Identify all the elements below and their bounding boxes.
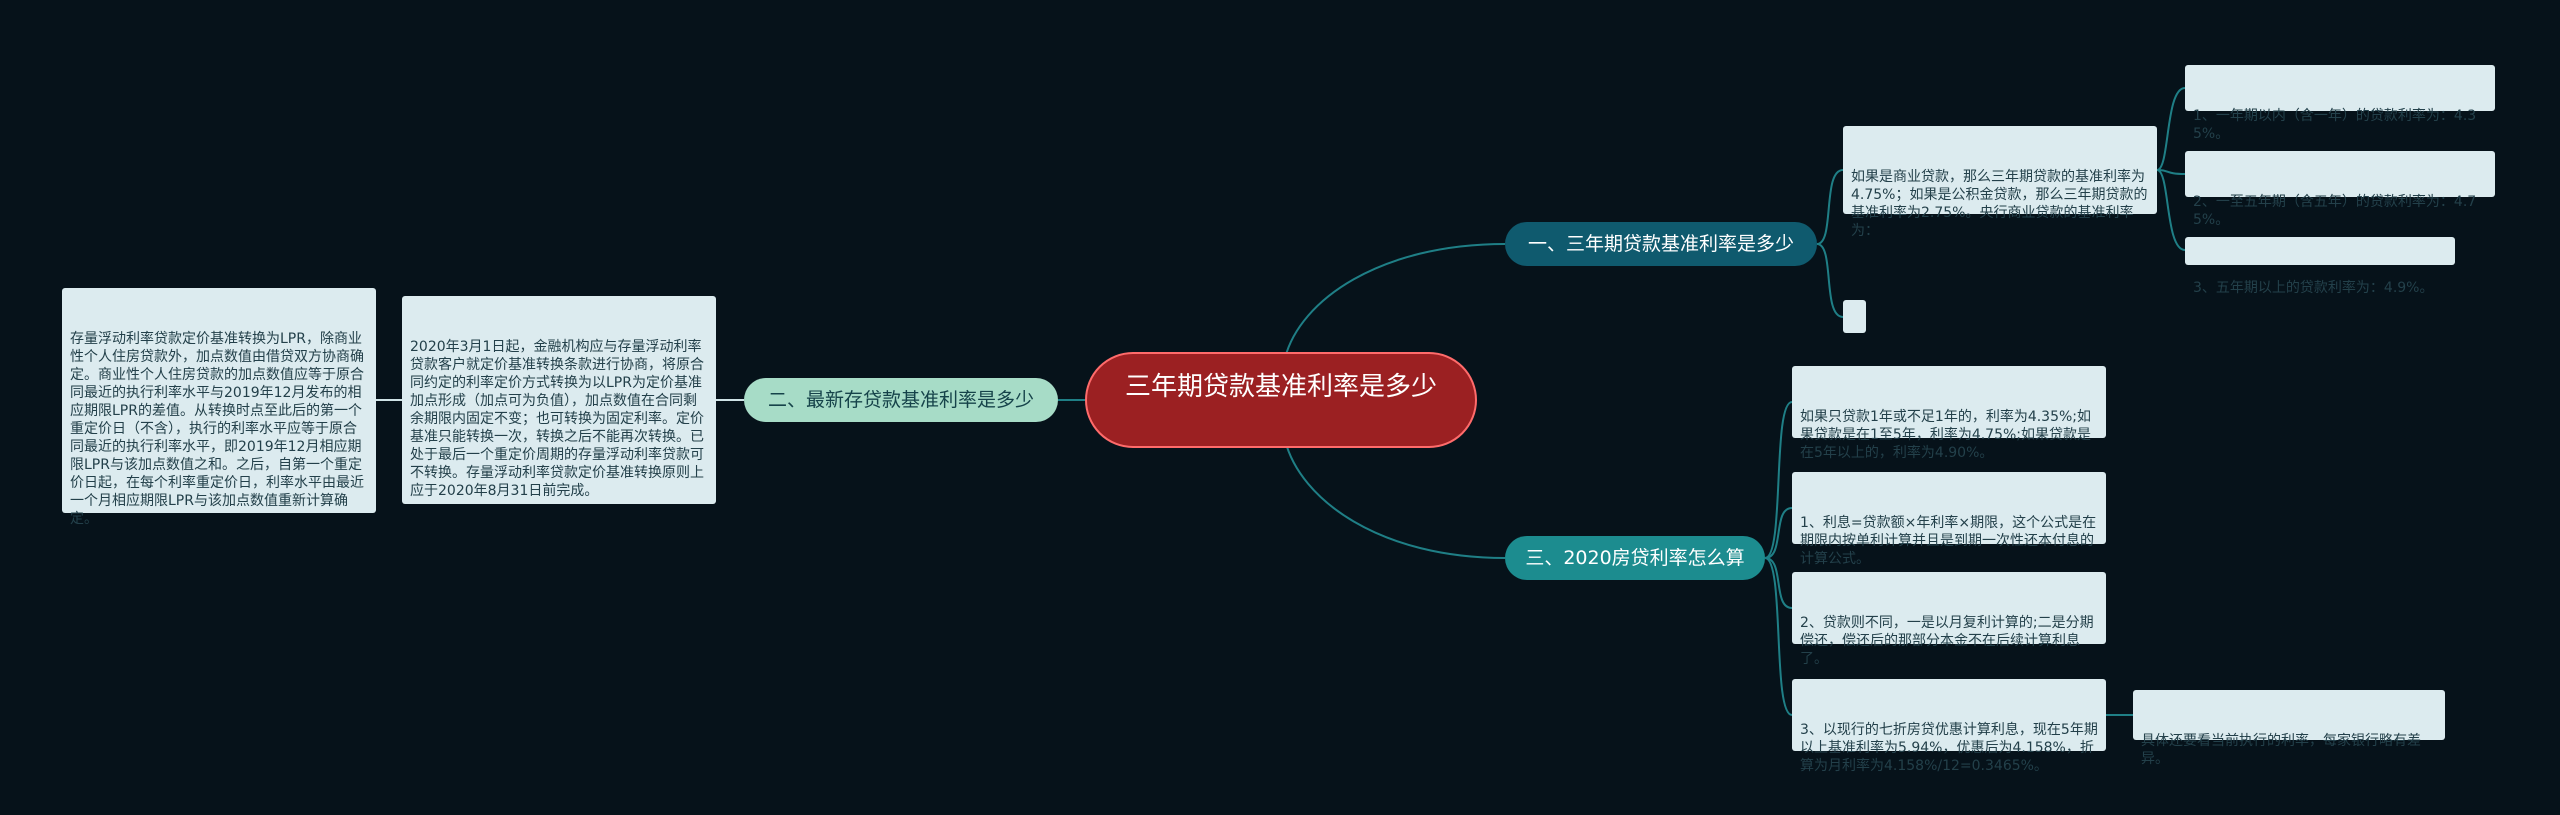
branch-3[interactable]: 三、2020房贷利率怎么算 bbox=[1505, 536, 1765, 580]
branch-3-leaf-4-child-1-text: 具体还要看当前执行的利率，每家银行略有差异。 bbox=[2141, 733, 2421, 767]
branch-3-leaf-3[interactable]: 2、贷款则不同，一是以月复利计算的;二是分期偿还，偿还后的那部分本金不在后续计算… bbox=[1792, 572, 2106, 667]
branch-2-leaf-1-child-1[interactable]: 存量浮动利率贷款定价基准转换为LPR，除商业性个人住房贷款外，加点数值由借贷双方… bbox=[62, 288, 376, 527]
branch-3-leaf-1[interactable]: 如果只贷款1年或不足1年的，利率为4.35%;如果贷款是在1至5年，利率为4.7… bbox=[1792, 366, 2106, 461]
branch-1-leaf-1-child-3[interactable]: 3、五年期以上的贷款利率为：4.9%。 bbox=[2185, 237, 2455, 296]
link-branch-3-leaf-2 bbox=[1764, 507, 1793, 559]
link-root-branch-3 bbox=[1284, 439, 1506, 559]
branch-3-leaf-4[interactable]: 3、以现行的七折房贷优惠计算利息，现在5年期以上基准利率为5.94%，优惠后为4… bbox=[1792, 679, 2106, 774]
link-branch-3-leaf-1-visible bbox=[1764, 401, 1793, 559]
branch-1[interactable]: 一、三年期贷款基准利率是多少 bbox=[1505, 222, 1817, 266]
branch-2-leaf-1-text: 2020年3月1日起，金融机构应与存量浮动利率贷款客户就定价基准转换条款进行协商… bbox=[410, 339, 704, 499]
branch-3-leaf-3-text: 2、贷款则不同，一是以月复利计算的;二是分期偿还，偿还后的那部分本金不在后续计算… bbox=[1800, 615, 2094, 667]
branch-1-leaf-1-child-1[interactable]: 1、一年期以内（含一年）的贷款利率为：4.35%。 bbox=[2185, 65, 2495, 142]
branch-2-leaf-1[interactable]: 2020年3月1日起，金融机构应与存量浮动利率贷款客户就定价基准转换条款进行协商… bbox=[402, 296, 716, 504]
branch-1-leaf-1-child-2-text: 2、一至五年期（含五年）的贷款利率为：4.75%。 bbox=[2193, 194, 2477, 228]
link-branch-3-leaf-3 bbox=[1764, 557, 1793, 609]
branch-3-leaf-1-text: 如果只贷款1年或不足1年的，利率为4.35%;如果贷款是在1至5年，利率为4.7… bbox=[1800, 409, 2092, 461]
branch-1-leaf-1-child-2[interactable]: 2、一至五年期（含五年）的贷款利率为：4.75%。 bbox=[2185, 151, 2495, 228]
branch-3-label: 三、2020房贷利率怎么算 bbox=[1525, 547, 1745, 569]
branch-3-leaf-2[interactable]: 1、利息=贷款额×年利率×期限，这个公式是在期限内按单利计算并且是到期一次性还本… bbox=[1792, 472, 2106, 567]
branch-1-leaf-1-child-1-text: 1、一年期以内（含一年）的贷款利率为：4.35%。 bbox=[2193, 108, 2477, 142]
root-topic-label: 三年期贷款基准利率是多少 bbox=[1124, 372, 1437, 402]
branch-1-label: 一、三年期贷款基准利率是多少 bbox=[1527, 233, 1794, 255]
branch-1-leaf-1-text: 如果是商业贷款，那么三年期贷款的基准利率为4.75%；如果是公积金贷款，那么三年… bbox=[1851, 169, 2148, 239]
link-branch-3-leaf-4 bbox=[1764, 557, 1793, 716]
link-leaf-1-child-1 bbox=[2156, 87, 2186, 171]
branch-3-leaf-4-child-1[interactable]: 具体还要看当前执行的利率，每家银行略有差异。 bbox=[2133, 690, 2445, 767]
branch-1-leaf-1[interactable]: 如果是商业贷款，那么三年期贷款的基准利率为4.75%；如果是公积金贷款，那么三年… bbox=[1843, 126, 2157, 239]
branch-3-leaf-4-text: 3、以现行的七折房贷优惠计算利息，现在5年期以上基准利率为5.94%，优惠后为4… bbox=[1800, 722, 2098, 774]
branch-3-leaf-2-text: 1、利息=贷款额×年利率×期限，这个公式是在期限内按单利计算并且是到期一次性还本… bbox=[1800, 515, 2097, 567]
link-branch-1-leaf-2 bbox=[1816, 243, 1844, 318]
branch-2[interactable]: 二、最新存贷款基准利率是多少 bbox=[744, 378, 1058, 422]
branch-1-leaf-2[interactable] bbox=[1843, 300, 1866, 333]
link-root-branch-1 bbox=[1284, 243, 1506, 359]
link-branch-1-leaf-1 bbox=[1816, 169, 1844, 245]
branch-2-leaf-1-child-1-text: 存量浮动利率贷款定价基准转换为LPR，除商业性个人住房贷款外，加点数值由借贷双方… bbox=[70, 331, 364, 527]
branch-1-leaf-1-child-3-text: 3、五年期以上的贷款利率为：4.9%。 bbox=[2193, 280, 2434, 296]
root-topic[interactable]: 三年期贷款基准利率是多少 bbox=[1085, 352, 1477, 448]
link-leaf-1-child-3 bbox=[2156, 169, 2186, 251]
branch-2-label: 二、最新存贷款基准利率是多少 bbox=[767, 389, 1034, 411]
